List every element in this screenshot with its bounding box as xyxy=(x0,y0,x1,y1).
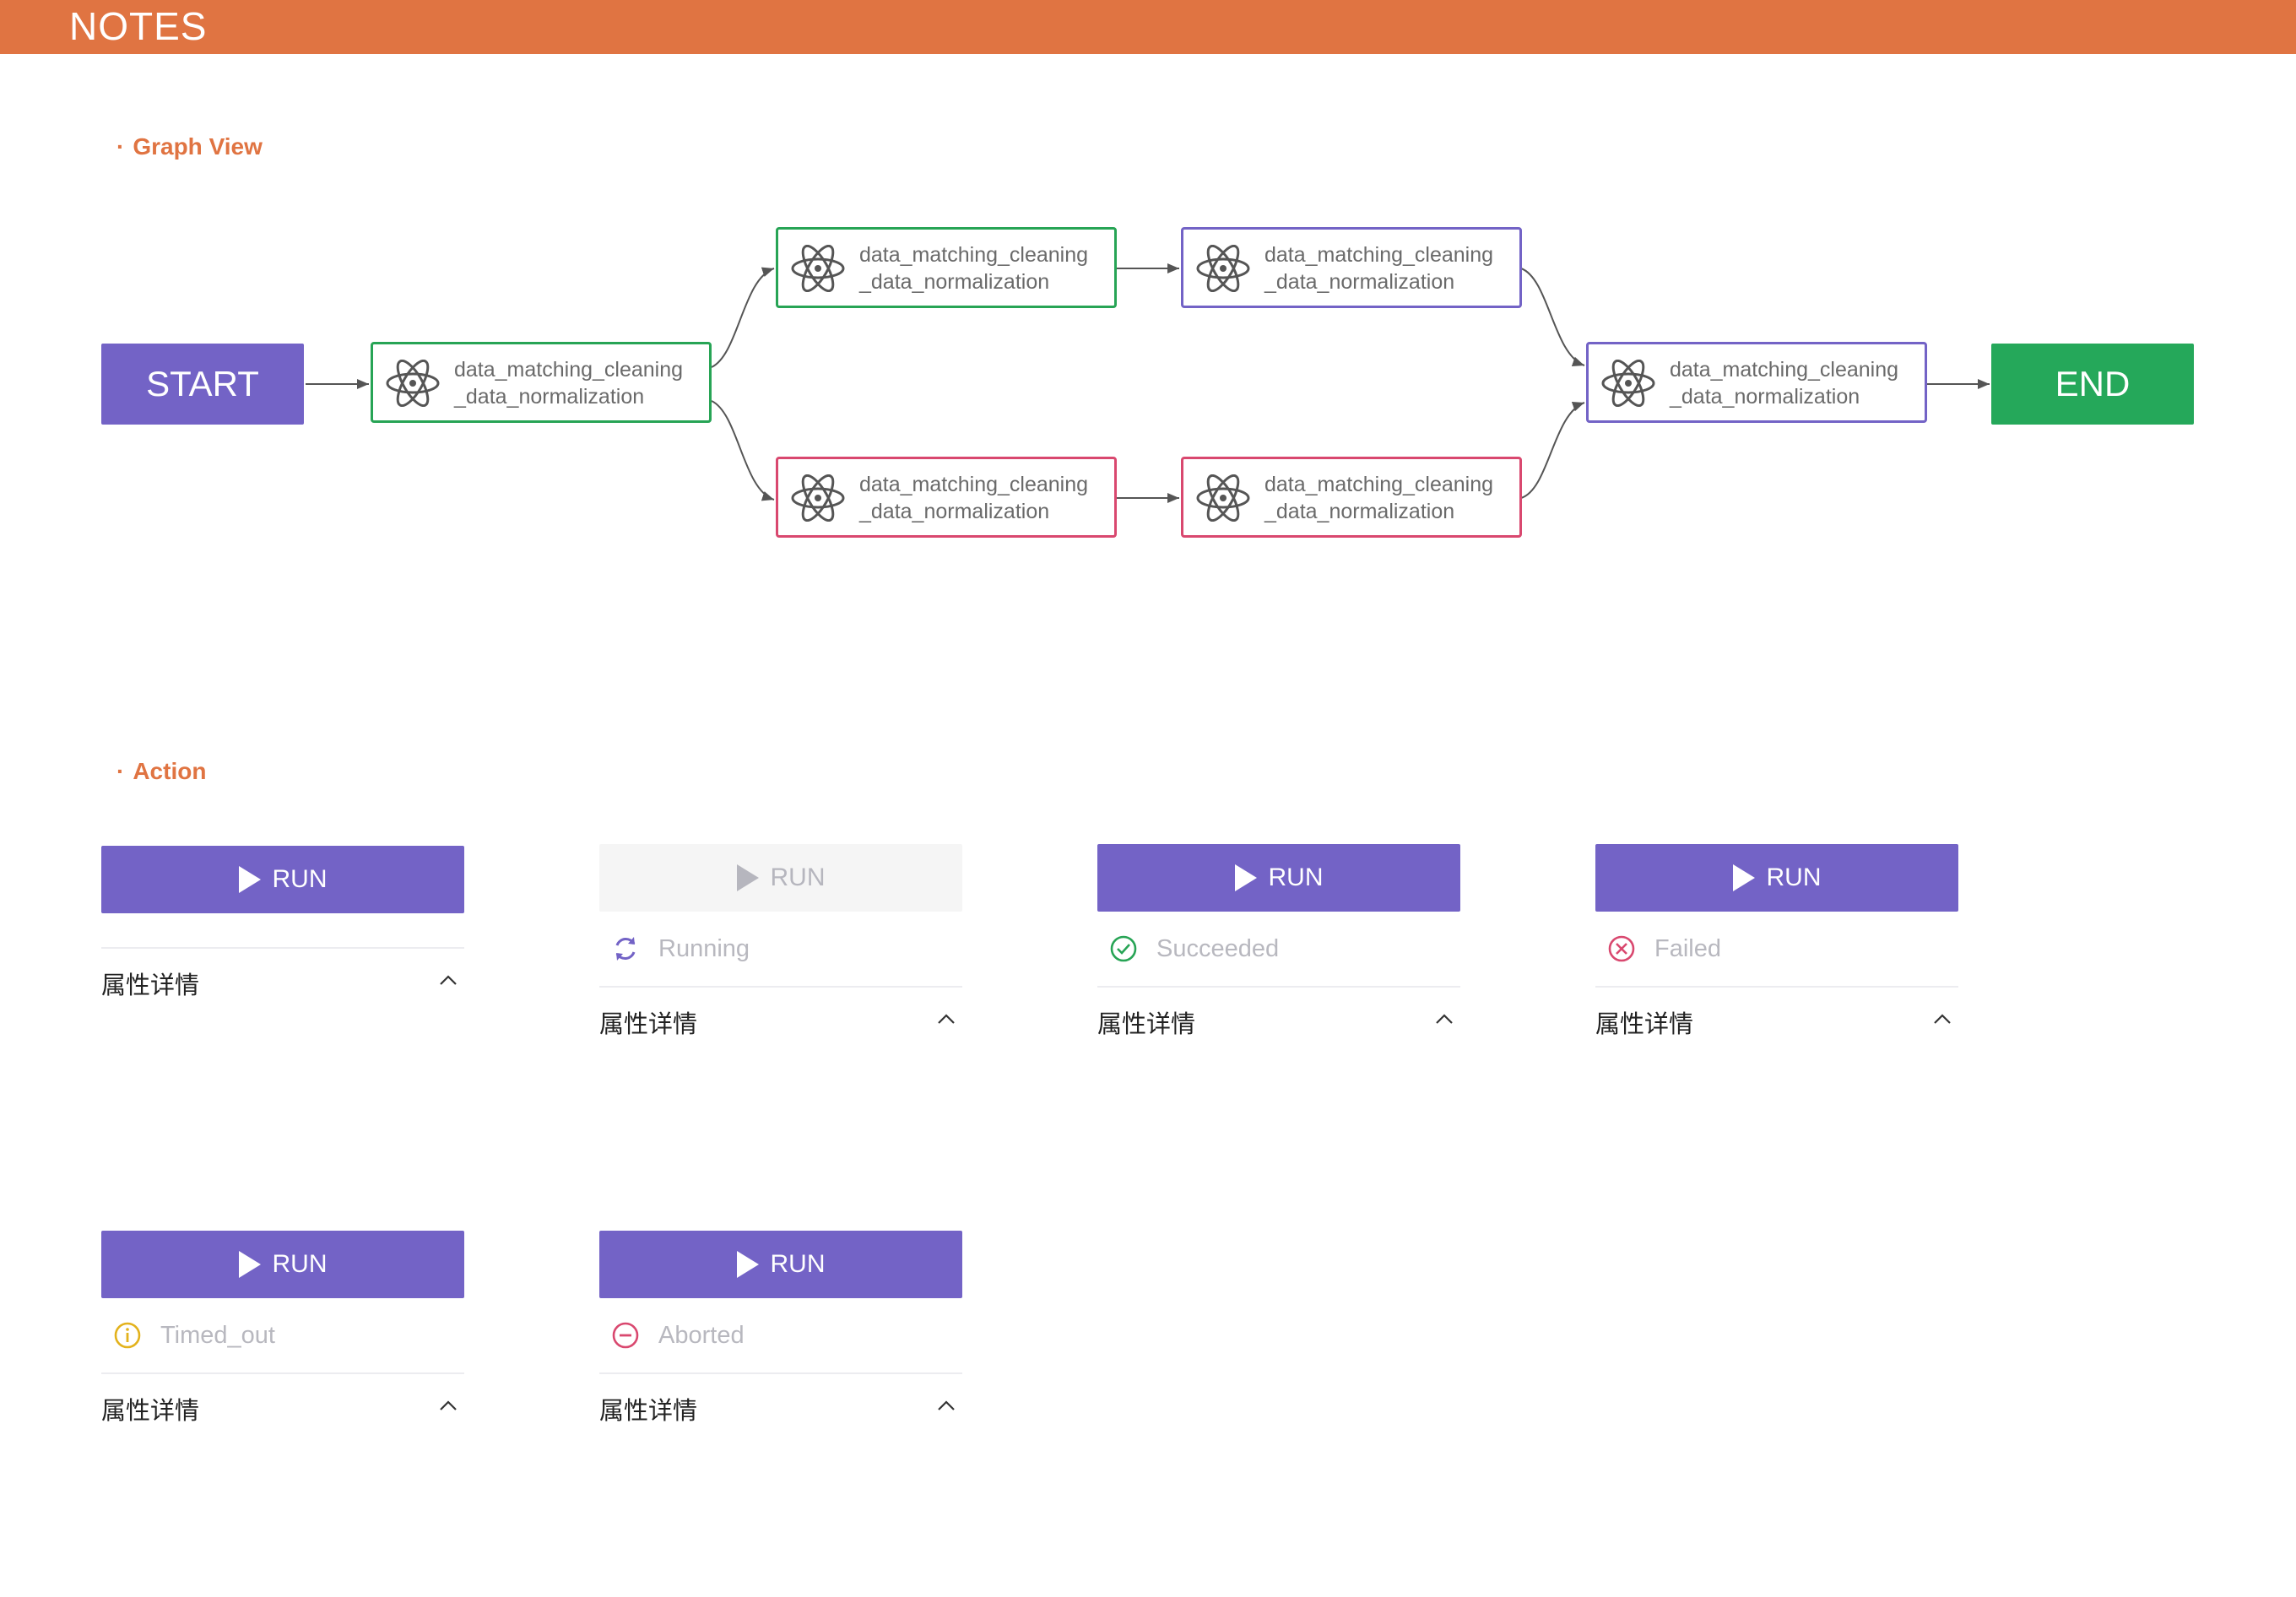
atom-icon xyxy=(1196,245,1250,292)
task-node-2[interactable]: data_matching_cleaning _data_normalizatio… xyxy=(776,227,1117,308)
node-label-line2: _data_normalization xyxy=(859,500,1050,523)
node-label-line1: data_matching_cleaning xyxy=(454,358,684,382)
bullet-dot: · xyxy=(116,758,125,784)
page-title: NOTES xyxy=(69,4,208,48)
atom-icon xyxy=(791,474,845,522)
minus-circle-icon xyxy=(612,1322,639,1349)
status-text: Failed xyxy=(1654,934,1721,962)
graph-view-section-title: · Graph View xyxy=(116,133,263,160)
status-row: Timed_out xyxy=(101,1298,464,1374)
chevron-up-icon xyxy=(938,1014,955,1024)
status-row: Aborted xyxy=(599,1298,962,1374)
end-node[interactable]: END xyxy=(1991,344,2194,425)
property-details-label: 属性详情 xyxy=(1097,1011,1196,1038)
run-button[interactable]: RUN xyxy=(1097,844,1460,912)
action-card-failed: RUN Failed 属性详情 xyxy=(1595,844,1958,1057)
run-label: RUN xyxy=(770,1250,826,1278)
run-label: RUN xyxy=(272,865,328,893)
node-label-line2: _data_normalization xyxy=(1264,270,1455,294)
property-details-label: 属性详情 xyxy=(101,972,200,999)
status-text: Running xyxy=(658,934,750,962)
action-card-succeeded: RUN Succeeded 属性详情 xyxy=(1097,844,1460,1057)
task-node-3[interactable]: data_matching_cleaning _data_normalizatio… xyxy=(1181,227,1522,308)
edge-n1-n4 xyxy=(711,400,775,501)
run-button[interactable]: RUN xyxy=(1595,844,1958,912)
play-icon xyxy=(1234,864,1257,891)
status-row: Failed xyxy=(1595,912,1958,988)
action-card-idle: RUN 属性详情 xyxy=(101,846,464,1018)
property-details-toggle[interactable]: 属性详情 xyxy=(1097,988,1460,1057)
run-label: RUN xyxy=(770,863,826,891)
node-label-line2: _data_normalization xyxy=(859,270,1050,294)
status-row: Running xyxy=(599,912,962,988)
task-node-4[interactable]: data_matching_cleaning _data_normalizatio… xyxy=(776,457,1117,538)
edge-n1-n2 xyxy=(711,267,775,368)
task-node-5[interactable]: data_matching_cleaning _data_normalizatio… xyxy=(1181,457,1522,538)
edge-n3-n6 xyxy=(1520,268,1585,366)
status-row: Succeeded xyxy=(1097,912,1460,988)
run-button-disabled[interactable]: RUN xyxy=(599,844,962,912)
property-details-label: 属性详情 xyxy=(1595,1011,1694,1038)
property-details-toggle[interactable]: 属性详情 xyxy=(599,1374,962,1443)
action-section-title: · Action xyxy=(116,758,206,785)
node-label-line2: _data_normalization xyxy=(1264,500,1455,523)
node-label-line2: _data_normalization xyxy=(454,385,645,409)
top-header-bar: NOTES xyxy=(0,0,2296,54)
x-circle-icon xyxy=(1608,935,1635,962)
node-label-line1: data_matching_cleaning xyxy=(859,243,1089,267)
property-details-toggle[interactable]: 属性详情 xyxy=(1595,988,1958,1057)
action-card-running: RUN Running 属性详情 xyxy=(599,844,962,1057)
property-details-label: 属性详情 xyxy=(599,1011,698,1038)
node-label-line1: data_matching_cleaning xyxy=(1264,243,1494,267)
chevron-up-icon xyxy=(938,1400,955,1410)
task-node-1[interactable]: data_matching_cleaning _data_normalizatio… xyxy=(371,342,712,423)
status-text: Aborted xyxy=(658,1321,745,1349)
status-text: Timed_out xyxy=(160,1321,275,1349)
check-circle-icon xyxy=(1110,935,1137,962)
graph-view-title-text: Graph View xyxy=(133,133,263,160)
node-label-line1: data_matching_cleaning xyxy=(1670,358,1899,382)
atom-icon xyxy=(791,245,845,292)
run-button[interactable]: RUN xyxy=(101,846,464,913)
info-circle-icon xyxy=(114,1322,141,1349)
run-label: RUN xyxy=(1268,863,1324,891)
atom-icon xyxy=(386,360,440,407)
node-label-line1: data_matching_cleaning xyxy=(1264,473,1494,496)
atom-icon xyxy=(1196,474,1250,522)
node-label-line1: data_matching_cleaning xyxy=(859,473,1089,496)
action-title-text: Action xyxy=(133,758,207,784)
divider xyxy=(101,913,464,949)
status-text: Succeeded xyxy=(1156,934,1280,962)
action-card-aborted: RUN Aborted 属性详情 xyxy=(599,1231,962,1443)
run-label: RUN xyxy=(1766,863,1822,891)
property-details-toggle[interactable]: 属性详情 xyxy=(101,949,464,1018)
bullet-dot: · xyxy=(116,133,125,160)
run-label: RUN xyxy=(272,1250,328,1278)
property-details-toggle[interactable]: 属性详情 xyxy=(101,1374,464,1443)
chevron-up-icon xyxy=(440,975,457,985)
node-label-line2: _data_normalization xyxy=(1670,385,1860,409)
property-details-label: 属性详情 xyxy=(101,1398,200,1425)
play-icon xyxy=(736,1251,759,1278)
property-details-label: 属性详情 xyxy=(599,1398,698,1425)
play-icon xyxy=(238,866,261,893)
chevron-up-icon xyxy=(1934,1014,1951,1024)
refresh-icon xyxy=(615,937,636,961)
run-button[interactable]: RUN xyxy=(599,1231,962,1298)
action-card-timed-out: RUN Timed_out 属性详情 xyxy=(101,1231,464,1443)
chevron-up-icon xyxy=(1436,1014,1453,1024)
task-node-6[interactable]: data_matching_cleaning _data_normalizatio… xyxy=(1586,342,1927,423)
edge-n5-n6 xyxy=(1520,402,1585,499)
play-icon xyxy=(1732,864,1755,891)
chevron-up-icon xyxy=(440,1400,457,1410)
start-node[interactable]: START xyxy=(101,344,304,425)
run-button[interactable]: RUN xyxy=(101,1231,464,1298)
play-icon xyxy=(238,1251,261,1278)
property-details-toggle[interactable]: 属性详情 xyxy=(599,988,962,1057)
play-icon xyxy=(736,864,759,891)
atom-icon xyxy=(1601,360,1655,407)
